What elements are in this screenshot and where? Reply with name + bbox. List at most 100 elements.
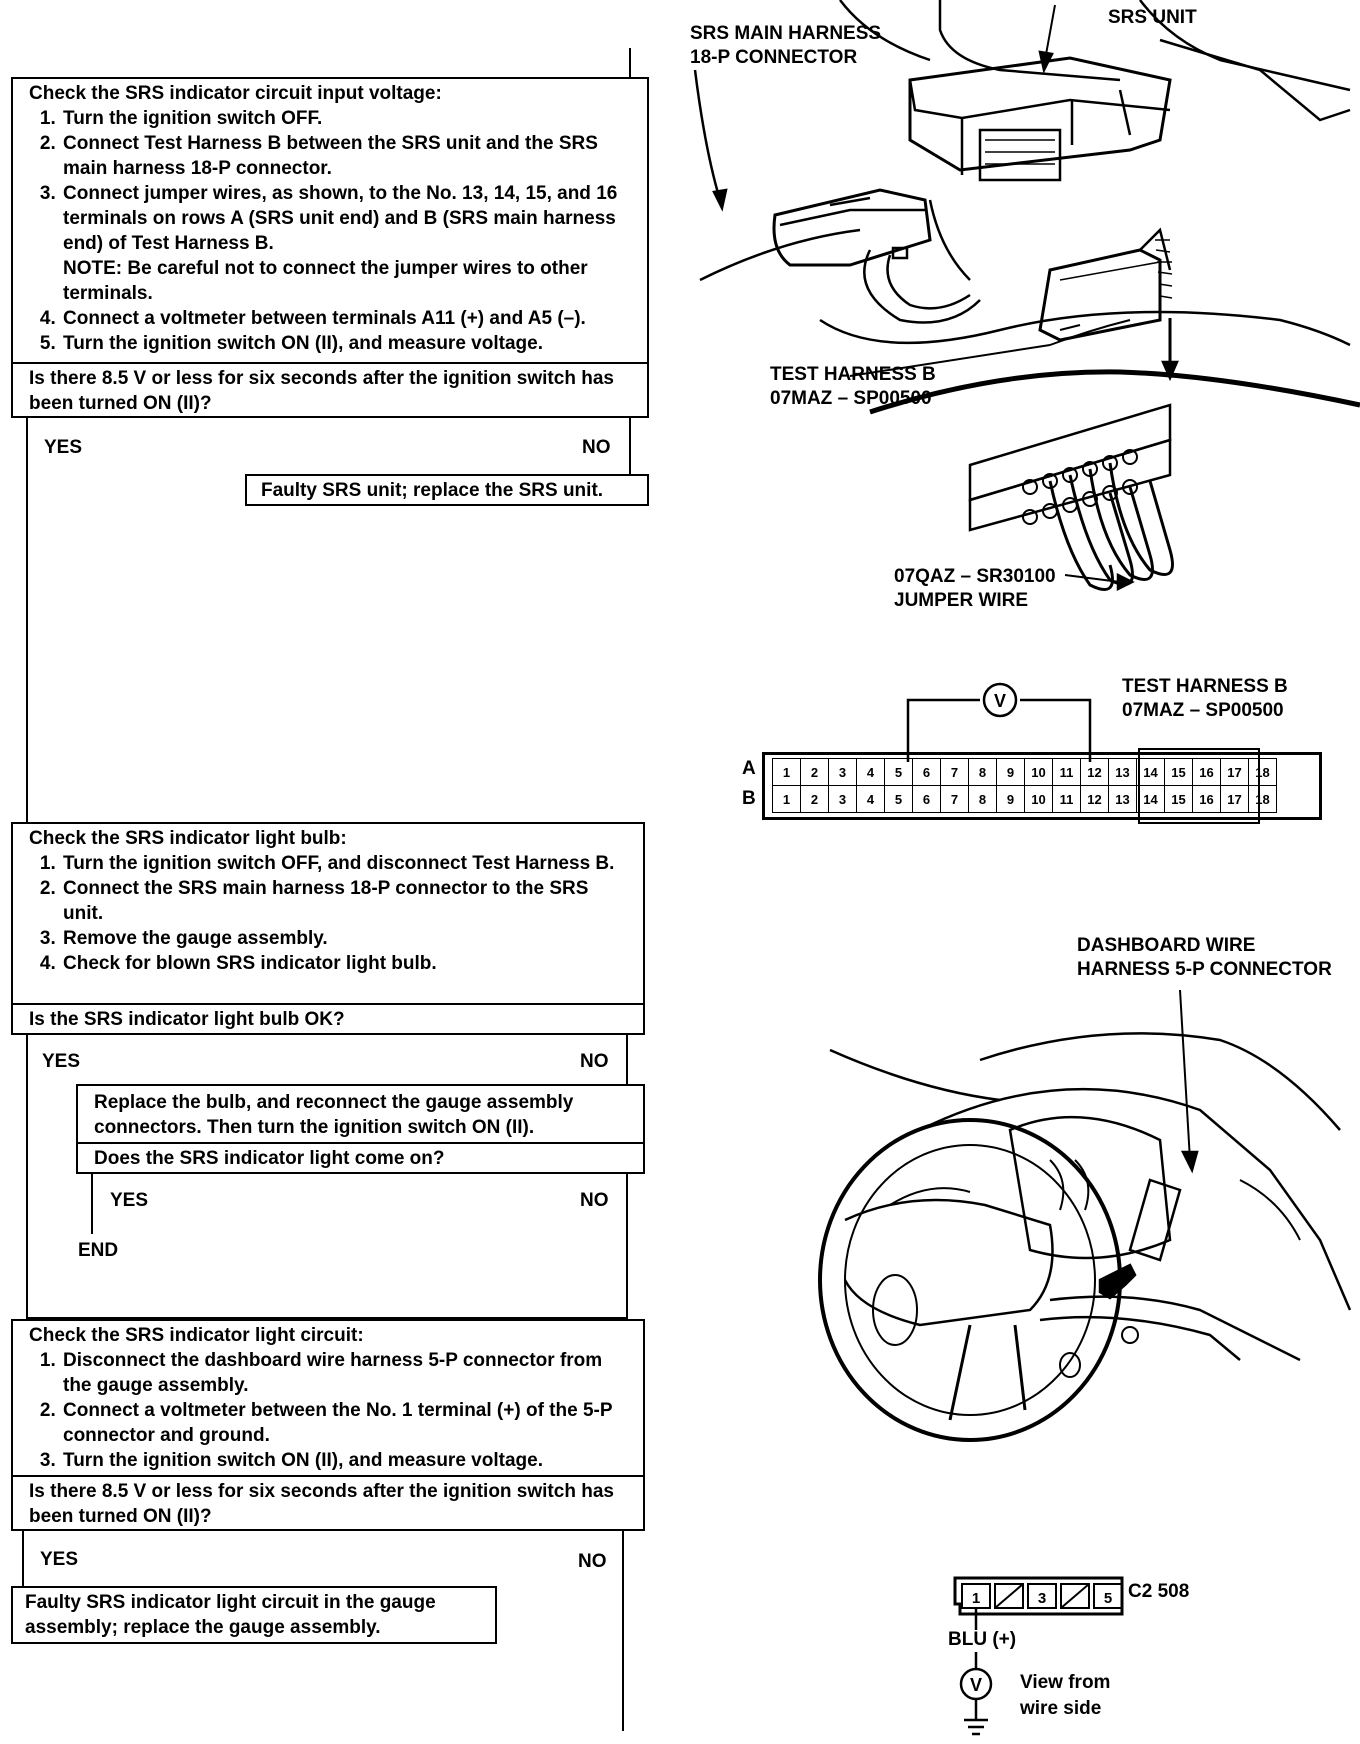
step2-question: Is the SRS indicator light bulb OK? [11,1003,645,1035]
step1-item-2: Connect Test Harness B between the SRS u… [61,131,631,181]
step3-question: Is there 8.5 V or less for six seconds a… [11,1475,645,1531]
step2-item-3: Remove the gauge assembly. [61,926,627,951]
step2-box: Check the SRS indicator light bulb: Turn… [11,822,645,1005]
step2-sub-action-text: Replace the bulb, and reconnect the gaug… [94,1092,574,1138]
c2-wire-label: BLU (+) [948,1629,1016,1650]
terminal-a-1: 1 [772,758,801,786]
c2-pin-3: 3 [1038,1590,1046,1607]
terminal-b-8: 8 [968,785,997,813]
c2-meter-label: V [970,1675,982,1695]
step1-box: Check the SRS indicator circuit input vo… [11,77,649,364]
step2-sub-yes: YES [110,1190,149,1211]
terminal-b-12: 12 [1080,785,1109,813]
step2-end: END [78,1240,119,1261]
srs-unit-drawing [693,0,1360,592]
c2-view-note: View from wire side [1020,1672,1111,1719]
step3-result-yes: Faulty SRS indicator light circuit in th… [11,1586,497,1644]
terminal-b-10: 10 [1024,785,1053,813]
fig2-meter-label: V [994,691,1006,711]
c2-connector-id: C2 508 [1128,1581,1189,1602]
terminal-a-15: 15 [1164,758,1193,786]
terminal-a-5: 5 [884,758,913,786]
terminal-a-11: 11 [1052,758,1081,786]
terminal-a-14: 14 [1136,758,1165,786]
terminal-b-13: 13 [1108,785,1137,813]
step3-yes: YES [40,1549,79,1570]
flow-line [22,1531,24,1587]
fig1-jumper-label: 07QAZ – SR30100 JUMPER WIRE [894,566,1056,611]
flow-line [629,418,631,474]
step2-sub-action: Replace the bulb, and reconnect the gaug… [76,1084,645,1144]
step1-item-4: Connect a voltmeter between terminals A1… [61,306,631,331]
terminal-a-12: 12 [1080,758,1109,786]
terminal-b-9: 9 [996,785,1025,813]
step2-yes: YES [42,1051,81,1072]
terminal-grid-frame [762,752,1322,820]
dashboard-drawing [818,989,1352,1442]
step1-item-3-text: Connect jumper wires, as shown, to the N… [63,183,618,254]
fig2-row-b-label: B [742,788,756,809]
step2-sub-question: Does the SRS indicator light come on? [76,1142,645,1174]
c2-connector-drawing: 1 3 5 C2 508 BLU (+) V [948,1576,1189,1736]
terminal-a-8: 8 [968,758,997,786]
fig2-row-a-label: A [742,758,756,779]
fig2-label: TEST HARNESS B 07MAZ – SP00500 [1122,676,1288,721]
terminal-a-9: 9 [996,758,1025,786]
step1-question: Is there 8.5 V or less for six seconds a… [11,362,649,418]
terminal-b-17: 17 [1220,785,1249,813]
terminal-a-17: 17 [1220,758,1249,786]
step1-yes: YES [44,437,83,458]
terminal-a-3: 3 [828,758,857,786]
terminal-a-10: 10 [1024,758,1053,786]
terminal-a-7: 7 [940,758,969,786]
step1-list: Turn the ignition switch OFF. Connect Te… [29,106,631,356]
step2-list: Turn the ignition switch OFF, and discon… [29,851,627,976]
flow-line [26,1317,628,1319]
step3-item-2: Connect a voltmeter between the No. 1 te… [61,1398,627,1448]
flow-line [622,1531,624,1731]
step1-result-no: Faulty SRS unit; replace the SRS unit. [245,474,649,506]
step1-item-3: Connect jumper wires, as shown, to the N… [61,181,631,306]
step1-no: NO [582,437,611,458]
voltmeter-wiring: V [906,682,1092,762]
terminal-b-4: 4 [856,785,885,813]
flow-line [626,1035,628,1085]
fig1-srs-unit-label: SRS UNIT [1108,7,1197,28]
terminal-b-7: 7 [940,785,969,813]
terminal-a-6: 6 [912,758,941,786]
c2-pin-5: 5 [1104,1590,1112,1607]
terminal-a-4: 4 [856,758,885,786]
step1-title: Check the SRS indicator circuit input vo… [29,83,442,104]
step2-item-2: Connect the SRS main harness 18-P connec… [61,876,627,926]
c2-pin-1: 1 [972,1590,980,1607]
terminal-b-1: 1 [772,785,801,813]
terminal-b-2: 2 [800,785,829,813]
terminal-b-6: 6 [912,785,941,813]
step3-list: Disconnect the dashboard wire harness 5-… [29,1348,627,1473]
step3-item-3: Turn the ignition switch ON (II), and me… [61,1448,627,1473]
flow-line [26,1035,28,1319]
terminal-b-11: 11 [1052,785,1081,813]
terminal-a-16: 16 [1192,758,1221,786]
step2-sub-no: NO [580,1190,609,1211]
step2-item-4: Check for blown SRS indicator light bulb… [61,951,627,976]
step3-no: NO [578,1551,607,1572]
fig1-main-harness-label: SRS MAIN HARNESS 18-P CONNECTOR [690,23,882,68]
terminal-a-2: 2 [800,758,829,786]
terminal-a-13: 13 [1108,758,1137,786]
fig3-label: DASHBOARD WIRE HARNESS 5-P CONNECTOR [1077,935,1332,980]
step1-note: NOTE: Be careful not to connect the jump… [63,258,588,304]
step3-title: Check the SRS indicator light circuit: [29,1325,364,1346]
step2-title: Check the SRS indicator light bulb: [29,828,347,849]
step1-item-1: Turn the ignition switch OFF. [61,106,631,131]
flow-line [91,1174,93,1234]
step1-item-5: Turn the ignition switch ON (II), and me… [61,331,631,356]
step2-item-1: Turn the ignition switch OFF, and discon… [61,851,627,876]
step3-box: Check the SRS indicator light circuit: D… [11,1319,645,1477]
terminal-b-3: 3 [828,785,857,813]
step2-no: NO [580,1051,609,1072]
flow-line [626,1174,628,1319]
